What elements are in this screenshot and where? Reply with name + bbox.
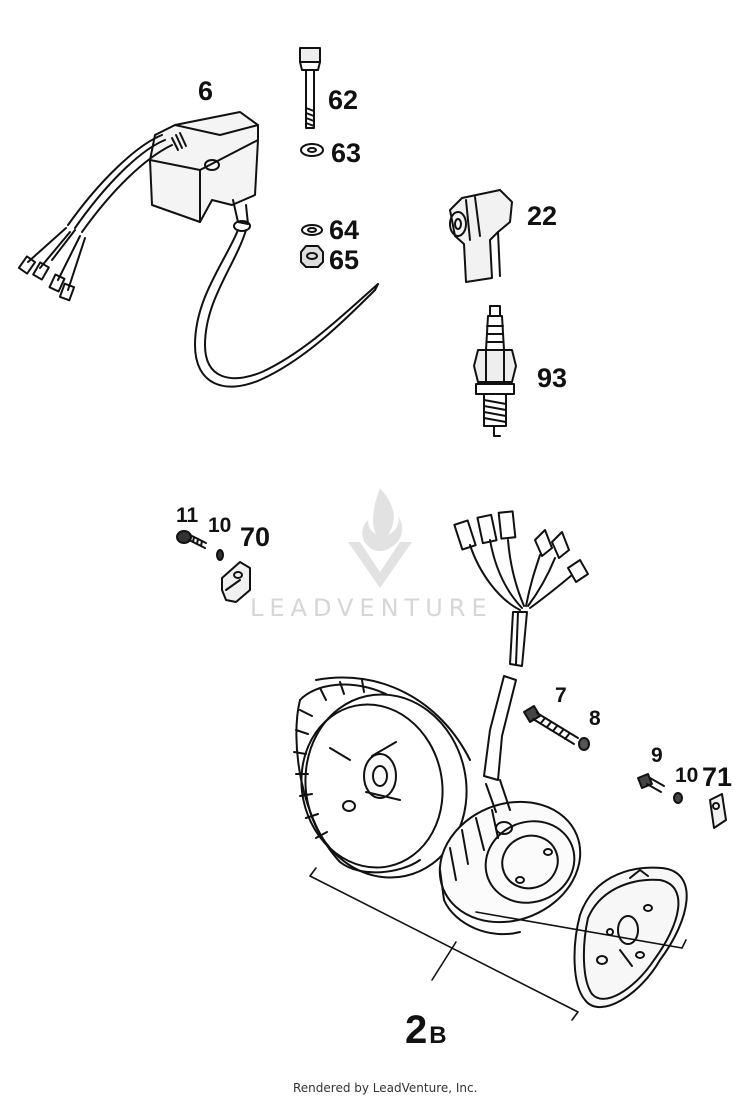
spark-plug-cap-icon — [449, 189, 513, 283]
stator-icon — [438, 779, 582, 936]
spark-plug-icon — [473, 305, 517, 437]
screw-9-icon — [637, 773, 665, 793]
bolt-62-icon — [299, 47, 321, 129]
callout-10-right: 10 — [675, 764, 699, 787]
screw-11-icon — [176, 530, 207, 549]
bracket-70-icon — [221, 561, 251, 603]
callout-70: 70 — [240, 522, 271, 552]
callout-9: 9 — [651, 744, 663, 767]
ignition-coil-icon — [17, 111, 379, 388]
clip-71-icon — [709, 793, 727, 829]
callout-2b-letter: B — [429, 1022, 447, 1049]
washer-63-icon — [300, 143, 324, 157]
callout-62: 62 — [328, 85, 359, 115]
washer-10-right-icon — [673, 792, 683, 804]
flywheel-icon — [293, 676, 471, 879]
watermark-logo-icon — [348, 488, 412, 588]
callout-71: 71 — [702, 762, 733, 792]
callout-2b: 2B — [405, 1010, 447, 1050]
callout-8: 8 — [589, 707, 601, 730]
washer-10-left-icon — [216, 549, 224, 561]
callout-11: 11 — [176, 504, 199, 527]
screw-7-icon — [523, 705, 579, 745]
callout-93: 93 — [537, 363, 568, 393]
callout-10-left: 10 — [208, 514, 232, 537]
callout-65: 65 — [329, 245, 360, 275]
washer-64-icon — [301, 224, 323, 236]
footer-credit: Rendered by LeadVenture, Inc. — [293, 1081, 478, 1095]
assembly-2b-bracket — [309, 867, 687, 1021]
callout-64: 64 — [329, 215, 360, 245]
nut-65-icon — [300, 245, 324, 268]
callout-6: 6 — [198, 76, 214, 106]
washer-8-icon — [578, 737, 590, 751]
callout-2b-number: 2 — [405, 1008, 428, 1052]
base-plate-icon — [573, 866, 688, 1009]
watermark-text: LEADVENTURE — [250, 594, 493, 622]
wiring-harness-icon — [453, 510, 589, 781]
callout-7: 7 — [555, 684, 567, 707]
callout-63: 63 — [331, 138, 362, 168]
callout-22: 22 — [527, 201, 558, 231]
